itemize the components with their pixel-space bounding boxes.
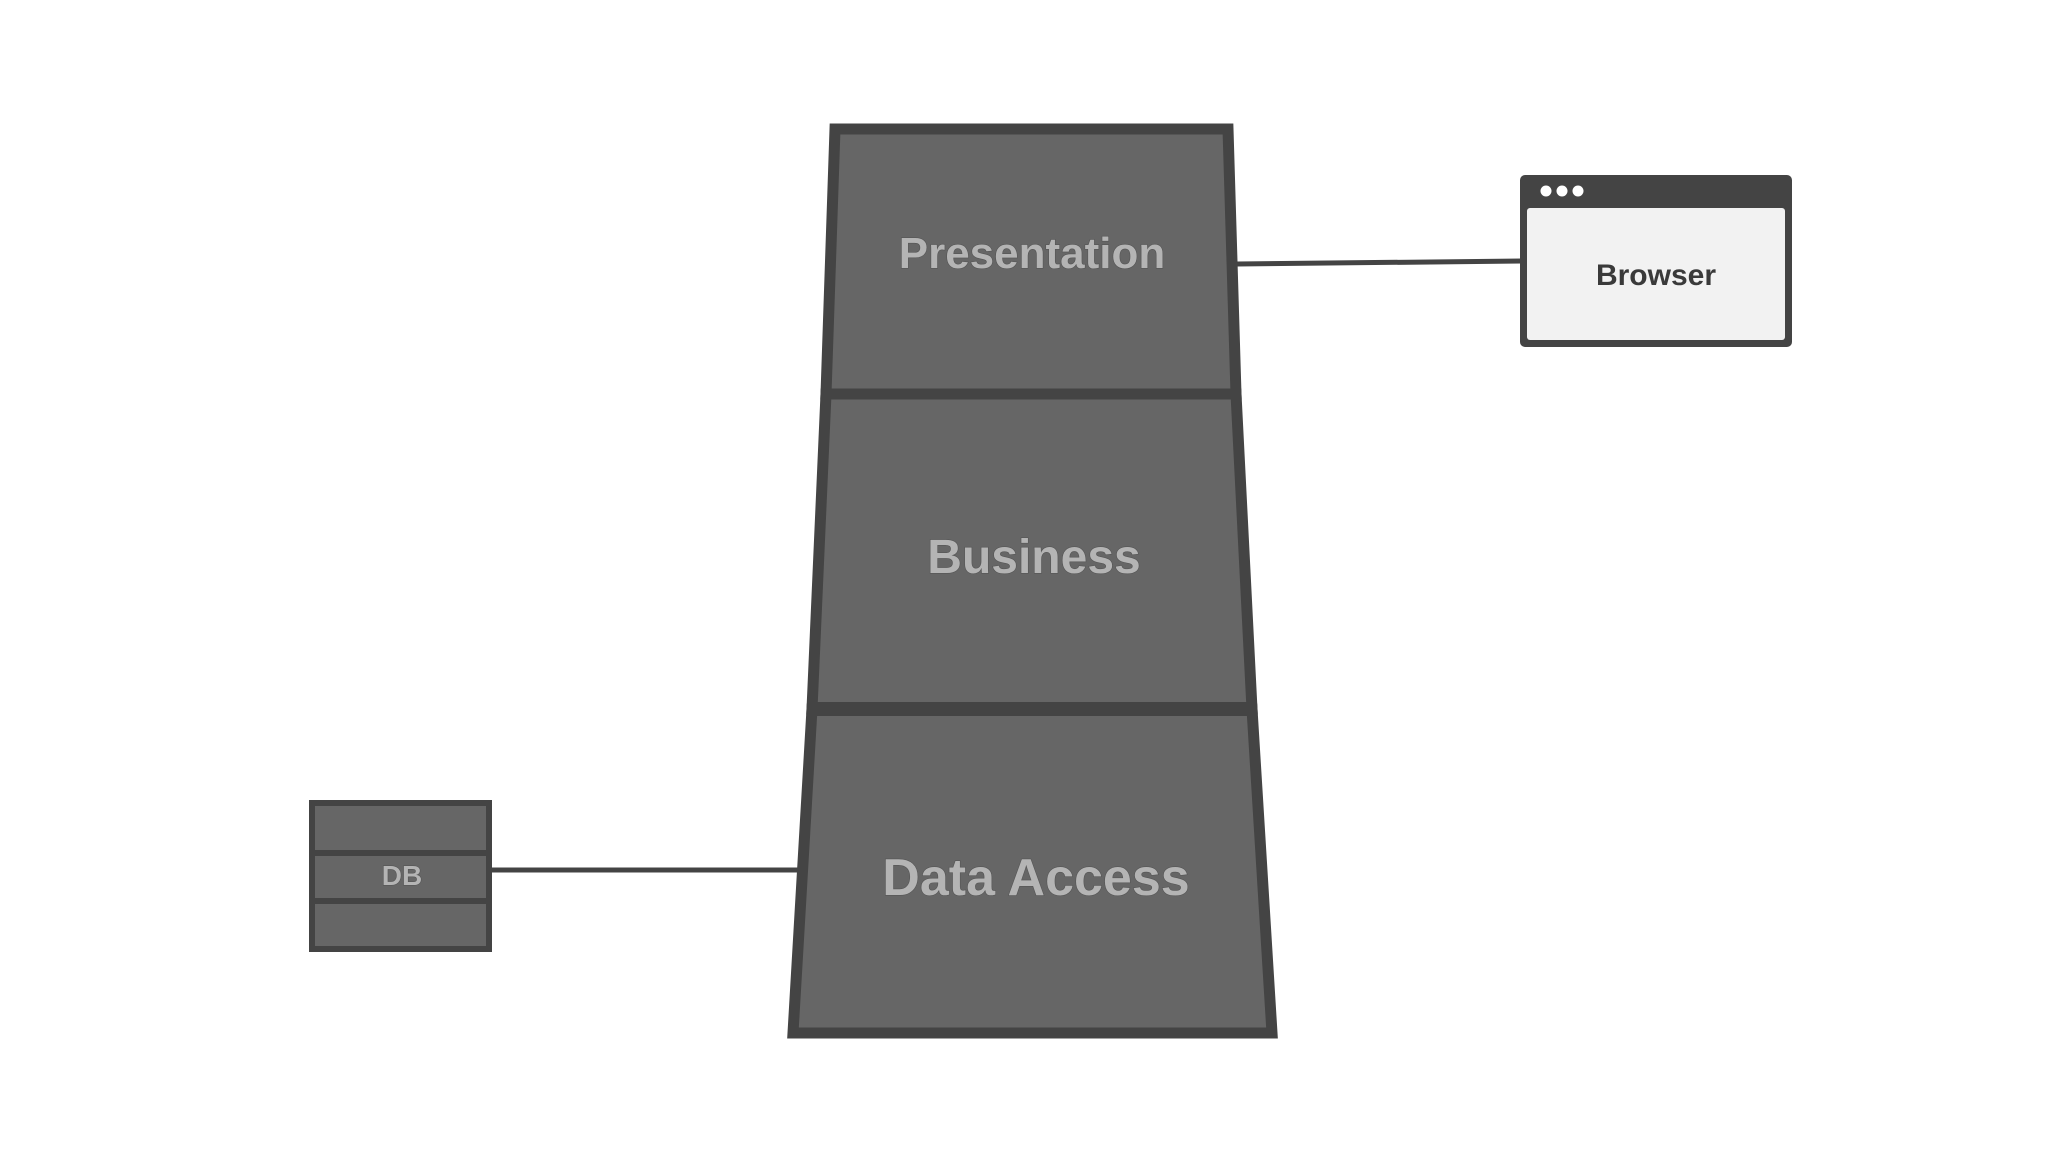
layer-label-data-access: Data Access [882,849,1189,907]
browser-dot-icon [1540,185,1552,197]
browser-dot-icon [1572,185,1584,197]
presentation-browser-connector [1236,258,1523,267]
database-body [309,800,492,952]
layer-label-presentation: Presentation [899,229,1166,278]
database: DB [309,800,492,952]
browser-label: Browser [1596,259,1716,292]
layer-label-business: Business [927,531,1140,584]
database-label: DB [382,860,422,891]
browser-window: Browser [1520,175,1792,347]
browser-viewport [1527,208,1785,340]
browser-dot-icon [1556,185,1568,197]
layer-stack: Presentation Business Data Access [787,123,1278,1039]
